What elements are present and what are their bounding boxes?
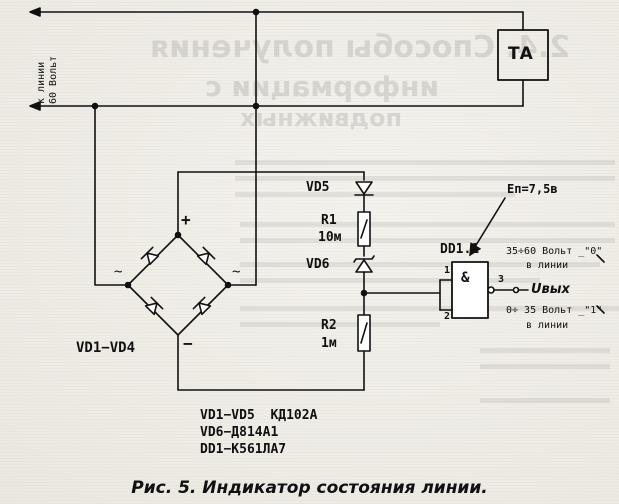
bridge-ac-left-label: ~ <box>114 264 123 280</box>
state1-line2-label: в линии <box>526 320 569 331</box>
parts-list-line-1: VD1−VD5 КД102А <box>200 408 318 423</box>
state0-arrow <box>596 254 605 263</box>
bleed-through-text <box>480 398 610 403</box>
parts-list-line-2: VD6−Д814А1 <box>200 425 279 440</box>
vd6-label: VD6 <box>306 257 330 272</box>
supply-voltage-label: Eп=7,5в <box>507 182 558 196</box>
gate-inversion-bubble <box>487 286 495 294</box>
bleed-through-text <box>235 192 515 197</box>
bleed-through-text <box>240 322 440 327</box>
telephone-apparatus-box <box>497 29 549 81</box>
zener-vd6 <box>353 255 375 273</box>
line-voltage-label: к линии 60 Вольт <box>36 55 59 104</box>
ground-rail <box>177 334 365 391</box>
bleed-through-text <box>240 222 615 227</box>
bleed-through-text <box>240 238 615 243</box>
supply-arrow <box>469 197 506 257</box>
bleed-through-text <box>240 306 619 311</box>
wire-to-bridge-left <box>94 105 129 286</box>
state0-line1-label: 35÷60 Вольт _"0" <box>506 246 603 257</box>
bridge-minus-label: − <box>183 334 193 353</box>
gate-pin1-label: 1 <box>444 265 451 276</box>
gate-dd1-label: DD1.1 <box>440 242 480 257</box>
bleed-through-text <box>480 348 610 353</box>
bridge-plus-label: + <box>181 210 191 229</box>
bleed-through-text <box>480 364 610 369</box>
bridge-diodes-label: VD1−VD4 <box>76 340 136 356</box>
parts-list-line-3: DD1−К561ЛА7 <box>200 442 287 457</box>
state1-arrow <box>596 305 605 314</box>
r2-label: R2 <box>321 318 337 333</box>
figure-caption: Рис. 5. Индикатор состояния линии. <box>131 478 488 498</box>
bridge-ac-right-label: ~ <box>232 264 241 280</box>
telephone-apparatus-label: ТА <box>508 44 533 64</box>
gate-pin2-label: 2 <box>444 311 451 322</box>
junction-dot <box>224 281 232 289</box>
diode-vd5 <box>354 181 374 196</box>
diode-bridge <box>127 234 229 336</box>
r2-value-label: 1м <box>321 336 337 351</box>
bleed-through-text <box>235 176 615 181</box>
vd5-label: VD5 <box>306 180 330 195</box>
bleed-through-text <box>240 262 600 267</box>
gate-pin3-label: 3 <box>498 274 505 285</box>
line-wires <box>29 7 524 111</box>
bleed-through-text <box>235 160 615 165</box>
state1-line1-label: 0÷ 35 Вольт _"1" <box>506 305 603 316</box>
state0-line2-label: в линии <box>526 260 569 271</box>
output-voltage-label: Uвых <box>531 282 570 297</box>
bleed-through-text <box>240 278 540 283</box>
r1-value-label: 10м <box>318 230 342 245</box>
gate-symbol-label: & <box>461 270 470 286</box>
resistor-r2 <box>357 314 371 352</box>
resistor-r1 <box>357 211 371 247</box>
r1-label: R1 <box>321 213 337 228</box>
junction-dot <box>252 8 260 16</box>
nand-gate-dd1 <box>451 261 489 319</box>
